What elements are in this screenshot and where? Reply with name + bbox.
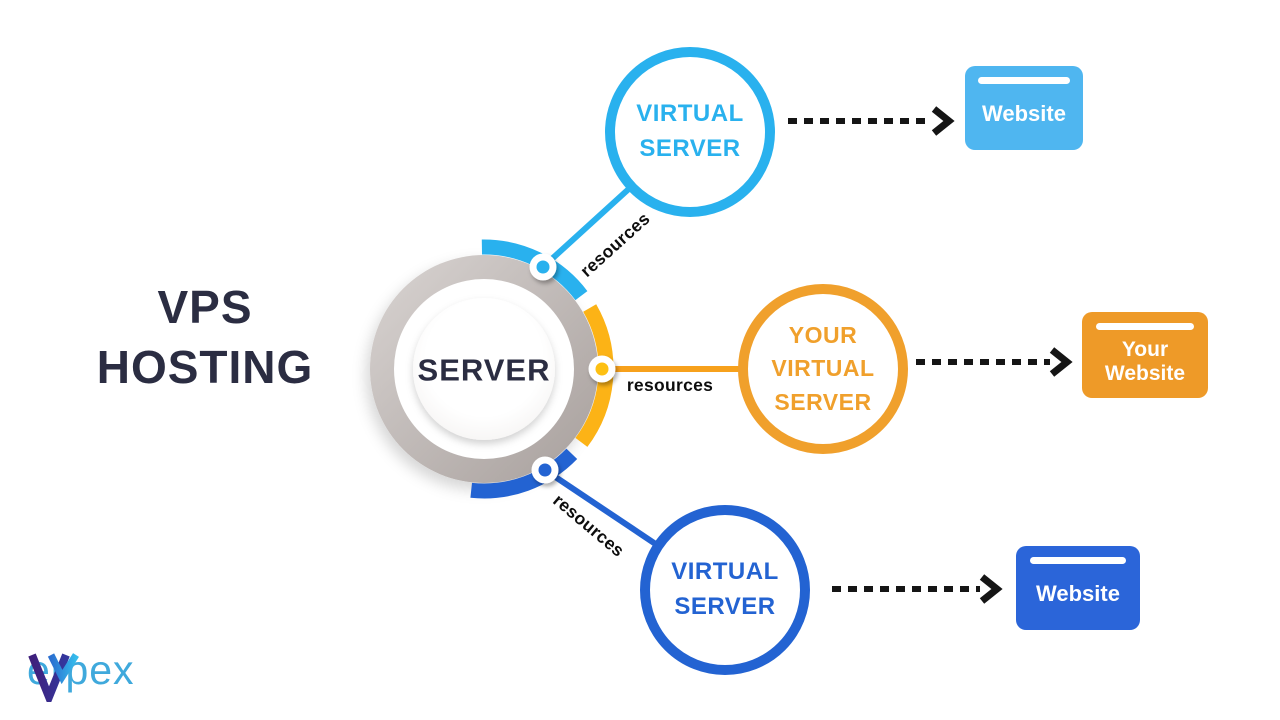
website-box-label-middle: Your Website: [1104, 337, 1186, 385]
browser-bar-icon: [1029, 557, 1127, 564]
page-title-line1: VPS: [157, 281, 253, 333]
connector-dot-bottom: [531, 456, 559, 484]
page-title: VPS HOSTING: [85, 278, 325, 398]
virtual-server-circle-top: VIRTUAL SERVER: [605, 47, 775, 217]
website-box-middle: Your Website: [1082, 312, 1208, 398]
virtual-server-label-bottom: VIRTUAL SERVER: [671, 558, 779, 620]
resources-label-middle: resources: [627, 375, 713, 395]
dashed-arrow-bottom: [832, 574, 1003, 604]
connector-line-bottom: [543, 467, 668, 554]
verpex-v-icon: [28, 653, 79, 702]
verpex-logo: erpex: [26, 650, 135, 702]
browser-bar-icon: [977, 77, 1071, 84]
website-box-label-top: Website: [982, 101, 1066, 127]
virtual-server-circle-bottom: VIRTUAL SERVER: [640, 505, 810, 675]
resource-arc-bottom: [470, 448, 578, 499]
page-title-line2: HOSTING: [96, 340, 314, 393]
browser-bar-icon: [1095, 323, 1195, 330]
virtual-server-circle-middle: YOUR VIRTUAL SERVER: [738, 284, 908, 454]
connector-dot-middle: [588, 355, 616, 383]
website-box-label-bottom: Website: [1036, 581, 1120, 607]
resources-label-top: resources: [576, 208, 654, 281]
server-hub-label: SERVER: [418, 353, 551, 388]
connector-dot-top: [529, 253, 557, 281]
server-hub-face: [413, 298, 555, 440]
website-box-top: Website: [965, 66, 1083, 150]
virtual-server-label-top: VIRTUAL SERVER: [636, 100, 744, 162]
website-box-bottom: Website: [1016, 546, 1140, 630]
dashed-arrow-top: [788, 106, 955, 136]
virtual-server-label-middle: YOUR VIRTUAL SERVER: [771, 321, 875, 415]
dashed-arrow-middle: [916, 347, 1073, 377]
